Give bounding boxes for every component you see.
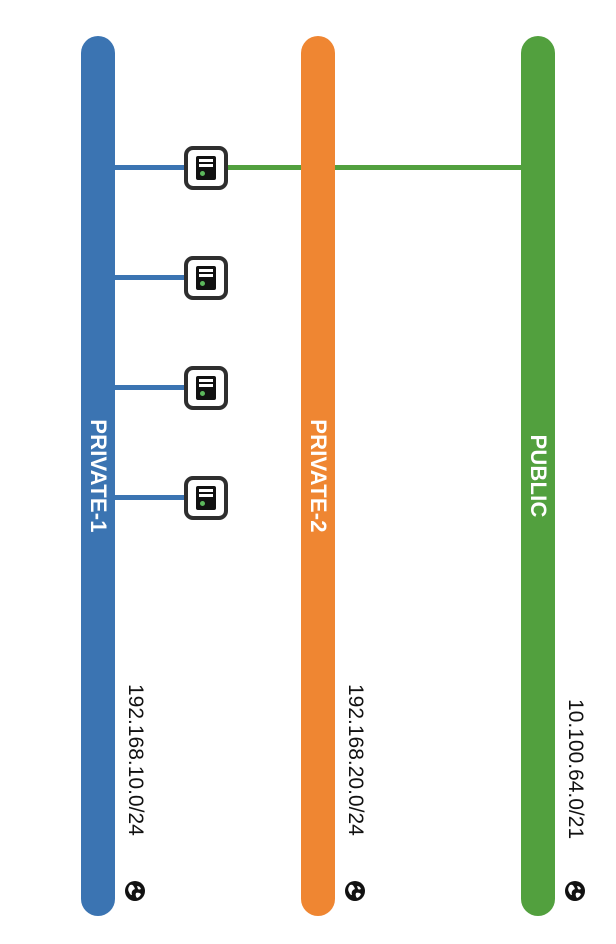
network-bar-private-1[interactable]: PRIVATE-1 (81, 36, 115, 916)
connector-server-1-private-1 (114, 165, 184, 170)
server-node[interactable] (184, 256, 228, 300)
globe-icon (125, 881, 145, 901)
server-icon (196, 486, 216, 510)
globe-icon (345, 881, 365, 901)
connector-server-3-private-1 (114, 385, 184, 390)
server-icon (196, 156, 216, 180)
network-bar-private-2[interactable]: PRIVATE-2 (301, 36, 335, 916)
subnet-cidr-private-2: 192.168.20.0/24 (344, 684, 367, 836)
connector-server-2-private-1 (114, 275, 184, 280)
globe-icon (565, 881, 585, 901)
network-label-private-1: PRIVATE-1 (86, 419, 111, 533)
network-label-public: PUBLIC (526, 434, 551, 518)
server-icon (196, 376, 216, 400)
server-node[interactable] (184, 366, 228, 410)
network-label-private-2: PRIVATE-2 (306, 419, 331, 533)
connector-server-4-private-1 (114, 495, 184, 500)
server-node[interactable] (184, 146, 228, 190)
connector-server-1-public (228, 165, 524, 170)
server-icon (196, 266, 216, 290)
subnet-cidr-private-1: 192.168.10.0/24 (124, 684, 147, 836)
server-node[interactable] (184, 476, 228, 520)
subnet-cidr-public: 10.100.64.0/21 (564, 699, 587, 840)
network-bar-public[interactable]: PUBLIC (521, 36, 555, 916)
